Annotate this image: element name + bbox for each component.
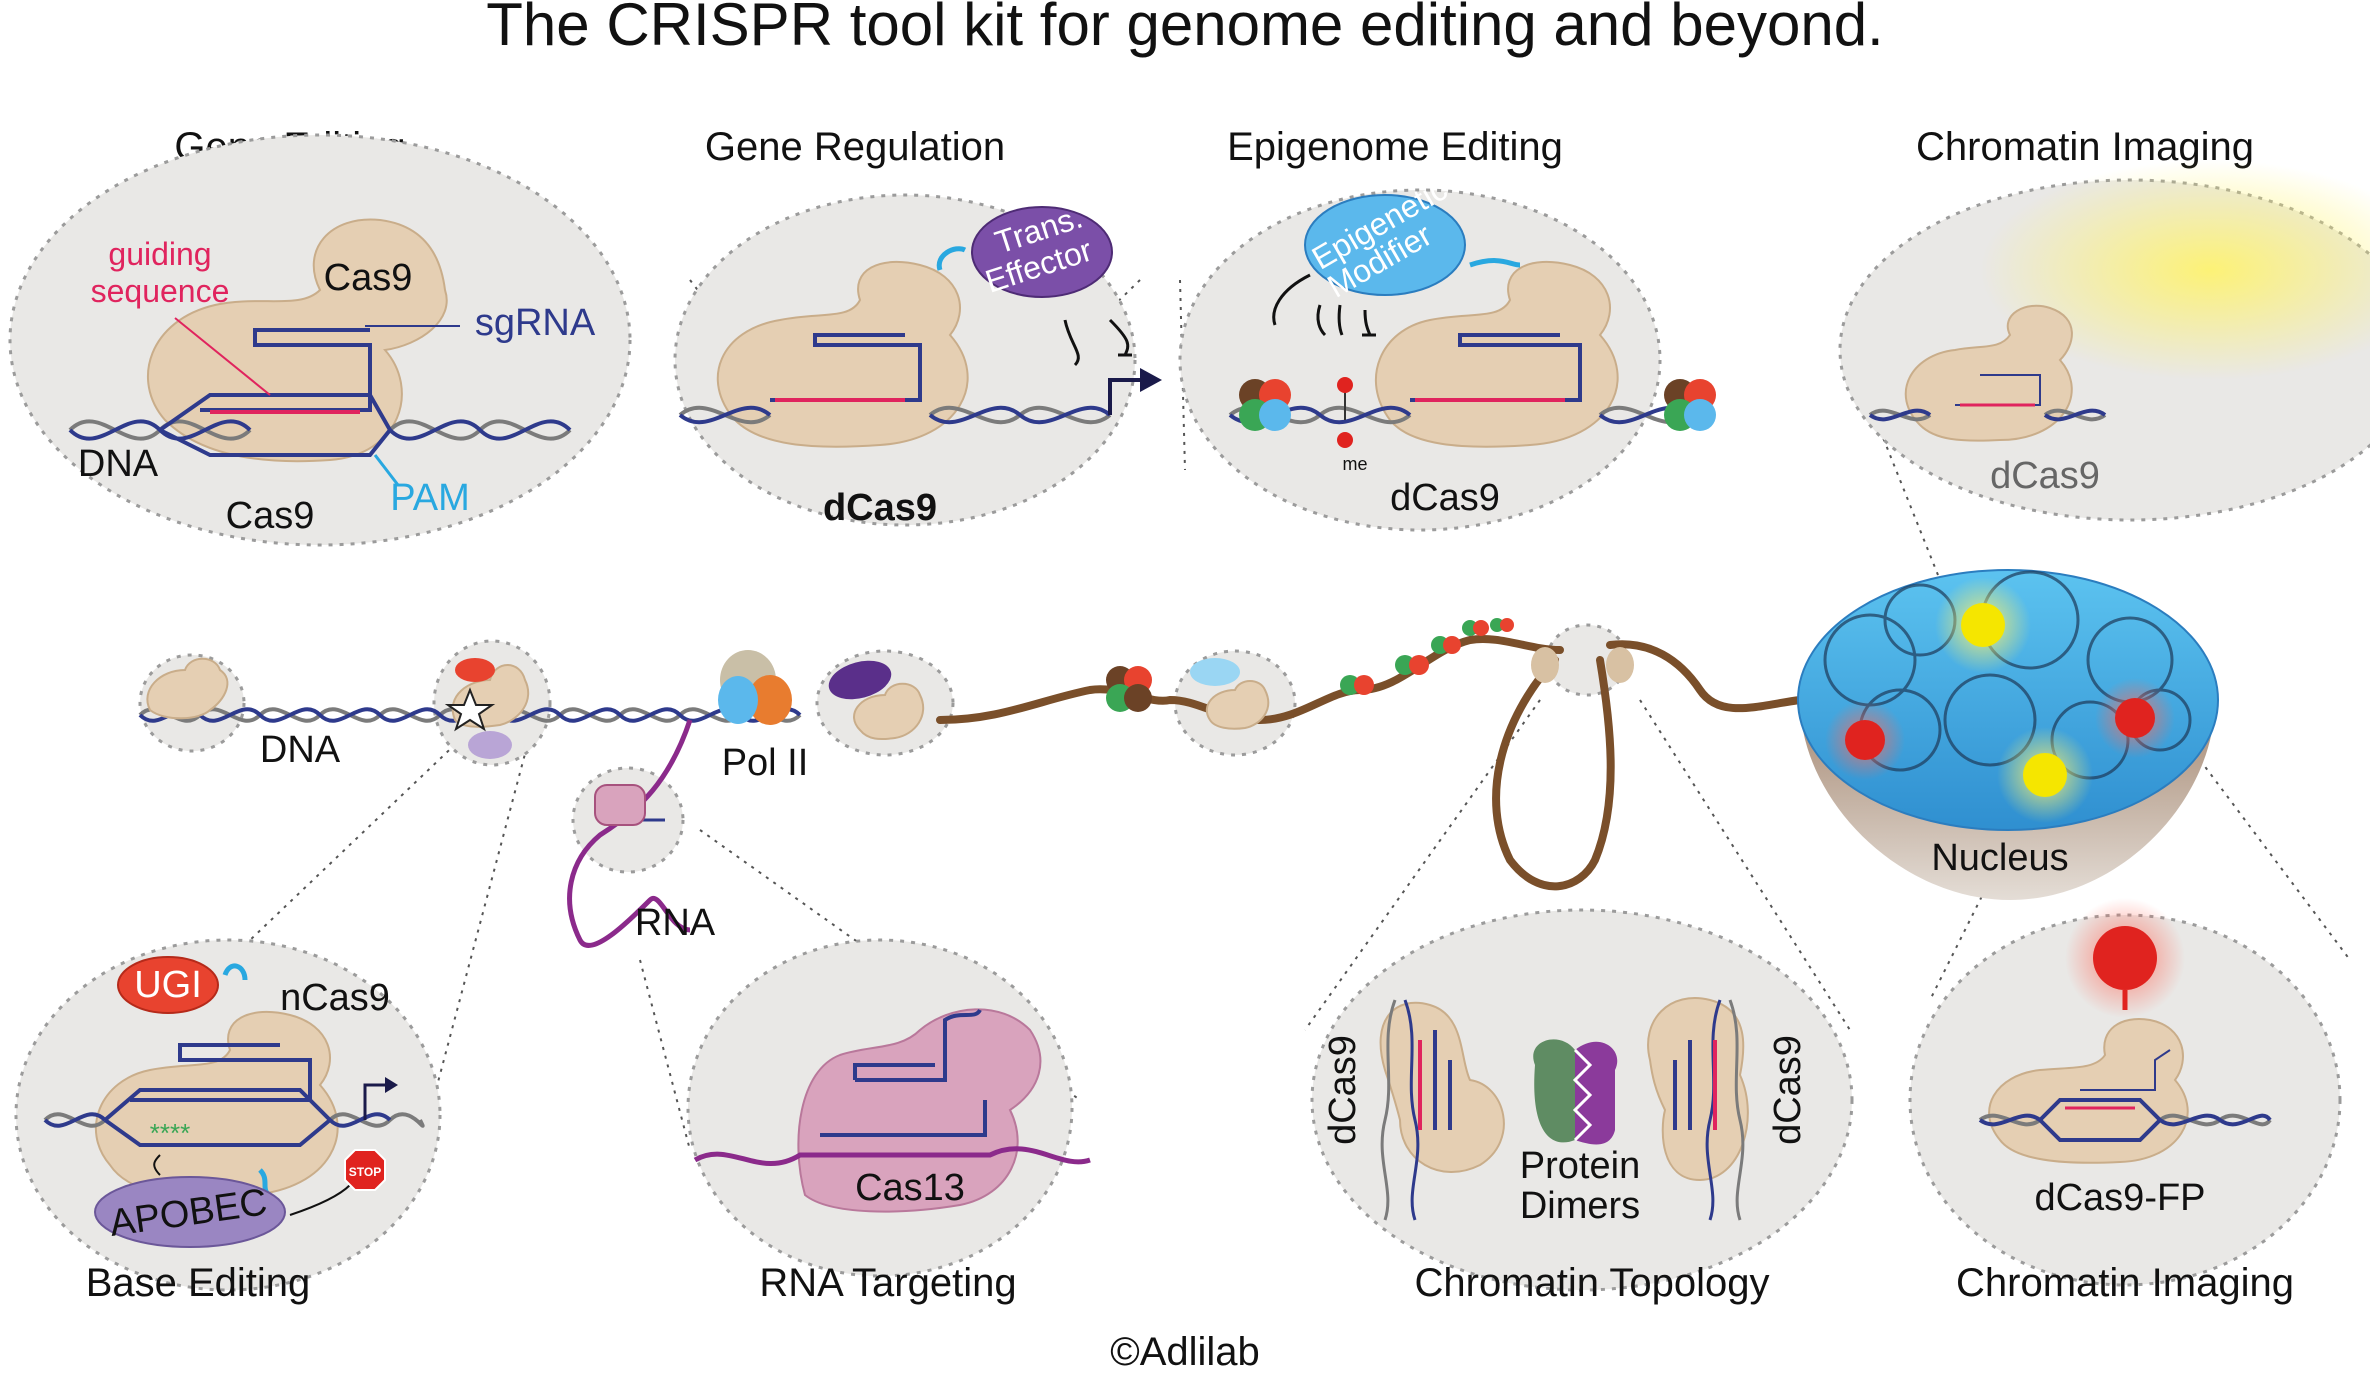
center-dna-label: DNA xyxy=(260,729,341,771)
topology-dcas9-left-label: dCas9 xyxy=(1322,1035,1364,1145)
dcas9-label: dCas9 xyxy=(823,487,937,529)
dna-label: DNA xyxy=(78,443,159,485)
epigenome-editing-panel: Epigenome Editing Epigenetic Modifier xyxy=(1178,125,1716,532)
cas9-bottom-label: Cas9 xyxy=(226,495,315,537)
ncas9-label: nCas9 xyxy=(280,977,390,1019)
nucleus-label: Nucleus xyxy=(1931,837,2068,879)
ugi-domain xyxy=(117,956,219,1014)
gene-regulation-panel: Gene Regulation Trans. Effector dCas9 xyxy=(673,125,1162,529)
ugi-label: UGI xyxy=(134,964,202,1006)
fluorescent-protein-icon xyxy=(2093,926,2157,990)
rna-label: RNA xyxy=(635,902,716,944)
nucleus: Nucleus xyxy=(1797,569,2219,900)
central-chromatin: Pol II DNA RNA xyxy=(138,618,1804,948)
chromatin-imaging-top-panel: Chromatin Imaging dCas9 xyxy=(1838,125,2370,522)
topology-dcas9-right-label: dCas9 xyxy=(1767,1035,1809,1145)
dcas9-fp-label: dCas9-FP xyxy=(2034,1177,2205,1219)
gene-editing-panel: Gene Editing guiding sequence Cas9 sgRNA… xyxy=(8,125,632,547)
dimers-label: Dimers xyxy=(1520,1185,1640,1227)
pol2-label: Pol II xyxy=(722,742,809,784)
protein-label: Protein xyxy=(1520,1145,1640,1187)
methyl-group-icon xyxy=(1337,377,1353,393)
epigenome-editing-heading: Epigenome Editing xyxy=(1227,125,1563,169)
pam-label: PAM xyxy=(390,477,470,519)
chromatin-topology-panel: Protein Dimers dCas9 dCas9 Chromatin Top… xyxy=(1310,908,1854,1305)
promoter-arrow-icon xyxy=(1108,378,1140,415)
sgrna-label: sgRNA xyxy=(475,302,596,344)
edit-marks-icon: **** xyxy=(150,1118,190,1148)
guiding-sequence-label: guiding xyxy=(108,236,211,272)
trans-effector-domain xyxy=(971,206,1113,298)
chromatin-topology-heading: Chromatin Topology xyxy=(1414,1261,1769,1305)
gene-regulation-heading: Gene Regulation xyxy=(705,125,1005,169)
chromatin-imaging-bottom-heading: Chromatin Imaging xyxy=(1956,1261,2294,1305)
imaging-dcas9-label: dCas9 xyxy=(1990,455,2100,497)
copyright-label: ©Adlilab xyxy=(1110,1330,1260,1374)
nucleosome-left xyxy=(1239,379,1291,431)
star-icon xyxy=(444,687,496,732)
base-editing-heading: Base Editing xyxy=(86,1261,311,1305)
cas13-label: Cas13 xyxy=(855,1167,965,1209)
epigenetic-modifier-domain xyxy=(1304,194,1466,296)
rna-targeting-heading: RNA Targeting xyxy=(759,1261,1016,1305)
cas9-top-label: Cas9 xyxy=(324,257,413,299)
page-title: The CRISPR tool kit for genome editing a… xyxy=(486,0,1883,58)
apobec-domain xyxy=(94,1176,286,1248)
epi-dcas9-label: dCas9 xyxy=(1390,477,1500,519)
stop-label: STOP xyxy=(349,1165,381,1179)
stop-sign-icon xyxy=(344,1149,386,1191)
nucleosome-right xyxy=(1664,379,1716,431)
me-label: me xyxy=(1342,454,1367,474)
chromatin-imaging-bottom-panel: dCas9-FP Chromatin Imaging xyxy=(1908,898,2342,1305)
cas13-protein xyxy=(797,1008,1042,1213)
rna-targeting-panel: Cas13 RNA Targeting xyxy=(686,938,1091,1305)
base-editing-panel: **** UGI nCas9 APOBEC STOP Base Editing xyxy=(14,938,442,1305)
nucleosomes-chain xyxy=(1106,618,1514,712)
guiding-sequence-label-2: sequence xyxy=(91,273,230,309)
